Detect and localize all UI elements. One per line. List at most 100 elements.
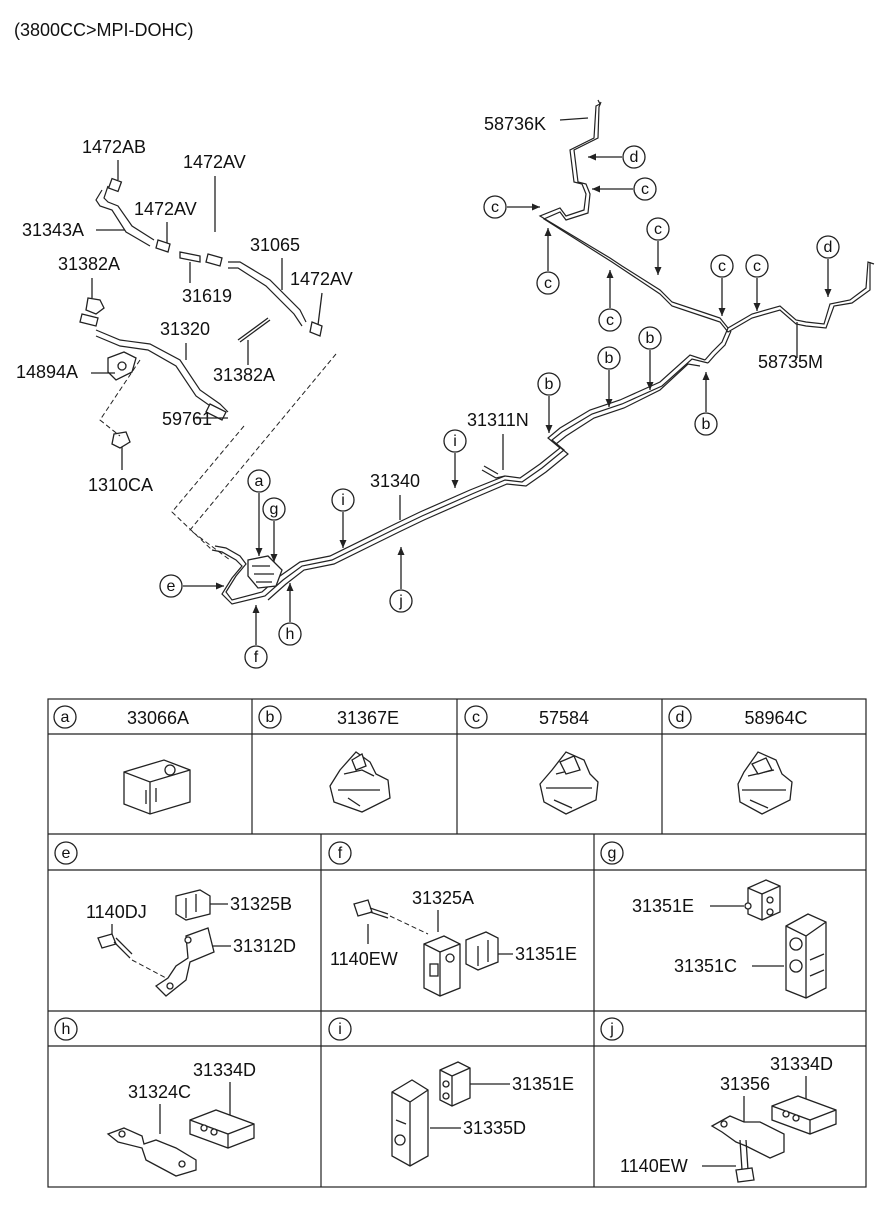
part-31312D-label: 31312D bbox=[233, 936, 296, 956]
clip-58964C-drawing bbox=[737, 751, 793, 815]
header-cell-d: d 58964C bbox=[668, 705, 808, 729]
part-label-1472AV: 1472AV bbox=[290, 269, 353, 289]
callout-letter: c bbox=[718, 258, 726, 275]
callout-letter: c bbox=[641, 181, 649, 198]
callout-a: a bbox=[247, 469, 271, 556]
callout-c: c bbox=[483, 195, 540, 219]
svg-text:a: a bbox=[61, 709, 70, 726]
callout-letter: i bbox=[453, 433, 457, 450]
part-label-31619: 31619 bbox=[182, 286, 232, 306]
fuel-line-assembly bbox=[79, 99, 875, 605]
header-cell-f: f bbox=[328, 841, 352, 865]
part-1140EW-label: 1140EW bbox=[330, 949, 398, 969]
part-58964C-label: 58964C bbox=[744, 708, 807, 728]
callout-letter: b bbox=[646, 330, 655, 347]
header-cell-e: e bbox=[54, 841, 78, 865]
part-label-58735M: 58735M bbox=[758, 352, 823, 372]
svg-text:f: f bbox=[338, 845, 343, 862]
callout-c: c bbox=[592, 177, 657, 201]
callout-letter: j bbox=[398, 593, 403, 610]
callout-letter: c bbox=[654, 221, 662, 238]
callout-letter: d bbox=[824, 239, 833, 256]
svg-text:h: h bbox=[62, 1021, 71, 1038]
part-label-1472AV: 1472AV bbox=[183, 152, 246, 172]
callout-b: b bbox=[537, 372, 561, 433]
part-label-31382A: 31382A bbox=[213, 365, 275, 385]
svg-text:i: i bbox=[338, 1021, 342, 1038]
callout-letter: c bbox=[544, 275, 552, 292]
header-cell-a: a 33066A bbox=[53, 705, 189, 729]
part-label-1472AB: 1472AB bbox=[82, 137, 146, 157]
callout-d: d bbox=[816, 235, 840, 297]
part-label-31343A: 31343A bbox=[22, 220, 84, 240]
top-part-labels: 58736K1472AB1472AV1472AV31343A3106531382… bbox=[16, 114, 823, 520]
callout-i: i bbox=[331, 488, 355, 548]
part-31335D-label: 31335D bbox=[463, 1118, 526, 1138]
callout-g: g bbox=[262, 497, 286, 562]
callout-f: f bbox=[244, 605, 268, 669]
clip-31367E-drawing bbox=[329, 751, 391, 813]
callout-letter: f bbox=[254, 649, 259, 666]
part-33066A-label: 33066A bbox=[127, 708, 189, 728]
part-label-31382A: 31382A bbox=[58, 254, 120, 274]
cell-j-parts: 31334D 31356 1140EW bbox=[620, 1054, 837, 1183]
callout-c: c bbox=[646, 217, 670, 275]
callout-letter: c bbox=[753, 258, 761, 275]
leader-line bbox=[317, 292, 323, 326]
svg-text:e: e bbox=[62, 845, 71, 862]
callout-letter: h bbox=[286, 626, 295, 643]
callout-b: b bbox=[694, 372, 718, 436]
cell-e-parts: 1140DJ 31325B 31312D bbox=[86, 889, 296, 997]
part-31325B-label: 31325B bbox=[230, 894, 292, 914]
header-cell-g: g bbox=[600, 841, 624, 865]
callout-b: b bbox=[638, 326, 662, 390]
part-label-31340: 31340 bbox=[370, 471, 420, 491]
part-1140DJ-label: 1140DJ bbox=[86, 902, 147, 922]
cell-h-parts: 31334D 31324C bbox=[106, 1060, 256, 1177]
svg-text:g: g bbox=[608, 845, 617, 862]
svg-text:j: j bbox=[609, 1021, 614, 1038]
leader-line bbox=[559, 117, 589, 121]
part-31325A-label: 31325A bbox=[412, 888, 474, 908]
callout-d: d bbox=[588, 145, 646, 169]
clip-57584-drawing bbox=[539, 751, 599, 815]
part-31351E-i-label: 31351E bbox=[512, 1074, 574, 1094]
svg-text:d: d bbox=[676, 709, 685, 726]
callout-letter: a bbox=[255, 473, 264, 490]
callout-letter: b bbox=[605, 350, 614, 367]
callout-letter: i bbox=[341, 492, 345, 509]
cell-i-parts: 31351E 31335D bbox=[391, 1061, 574, 1167]
callout-j: j bbox=[389, 547, 413, 613]
part-label-31311N: 31311N bbox=[467, 410, 529, 430]
callout-c: c bbox=[598, 270, 622, 332]
callout-c: c bbox=[536, 228, 560, 295]
callout-i: i bbox=[443, 429, 467, 488]
part-label-59761: 59761 bbox=[162, 409, 212, 429]
callout-e: e bbox=[159, 574, 224, 598]
header-cell-j: j bbox=[600, 1017, 624, 1041]
callout-letter: d bbox=[630, 149, 639, 166]
part-label-31065: 31065 bbox=[250, 235, 300, 255]
diagram-title: (3800CC>MPI-DOHC) bbox=[14, 20, 194, 40]
part-31351E-label: 31351E bbox=[515, 944, 577, 964]
callout-b: b bbox=[597, 346, 621, 407]
svg-text:b: b bbox=[266, 709, 275, 726]
callout-letter: c bbox=[491, 199, 499, 216]
header-cell-b: b 31367E bbox=[258, 705, 399, 729]
callout-letter: b bbox=[702, 416, 711, 433]
part-31356-label: 31356 bbox=[720, 1074, 770, 1094]
cell-g-parts: 31351E 31351C bbox=[632, 879, 827, 999]
callout-letter: e bbox=[167, 578, 176, 595]
part-57584-label: 57584 bbox=[539, 708, 589, 728]
cell-f-parts: 31325A 1140EW 31351E bbox=[330, 888, 577, 997]
part-31351E-g-label: 31351E bbox=[632, 896, 694, 916]
part-31334D-j-label: 31334D bbox=[770, 1054, 833, 1074]
callout-letter: g bbox=[270, 501, 279, 518]
clip-33066A-drawing bbox=[123, 759, 191, 815]
part-31334D-label: 31334D bbox=[193, 1060, 256, 1080]
part-label-14894A: 14894A bbox=[16, 362, 78, 382]
svg-text:c: c bbox=[472, 709, 480, 726]
part-31324C-label: 31324C bbox=[128, 1082, 191, 1102]
